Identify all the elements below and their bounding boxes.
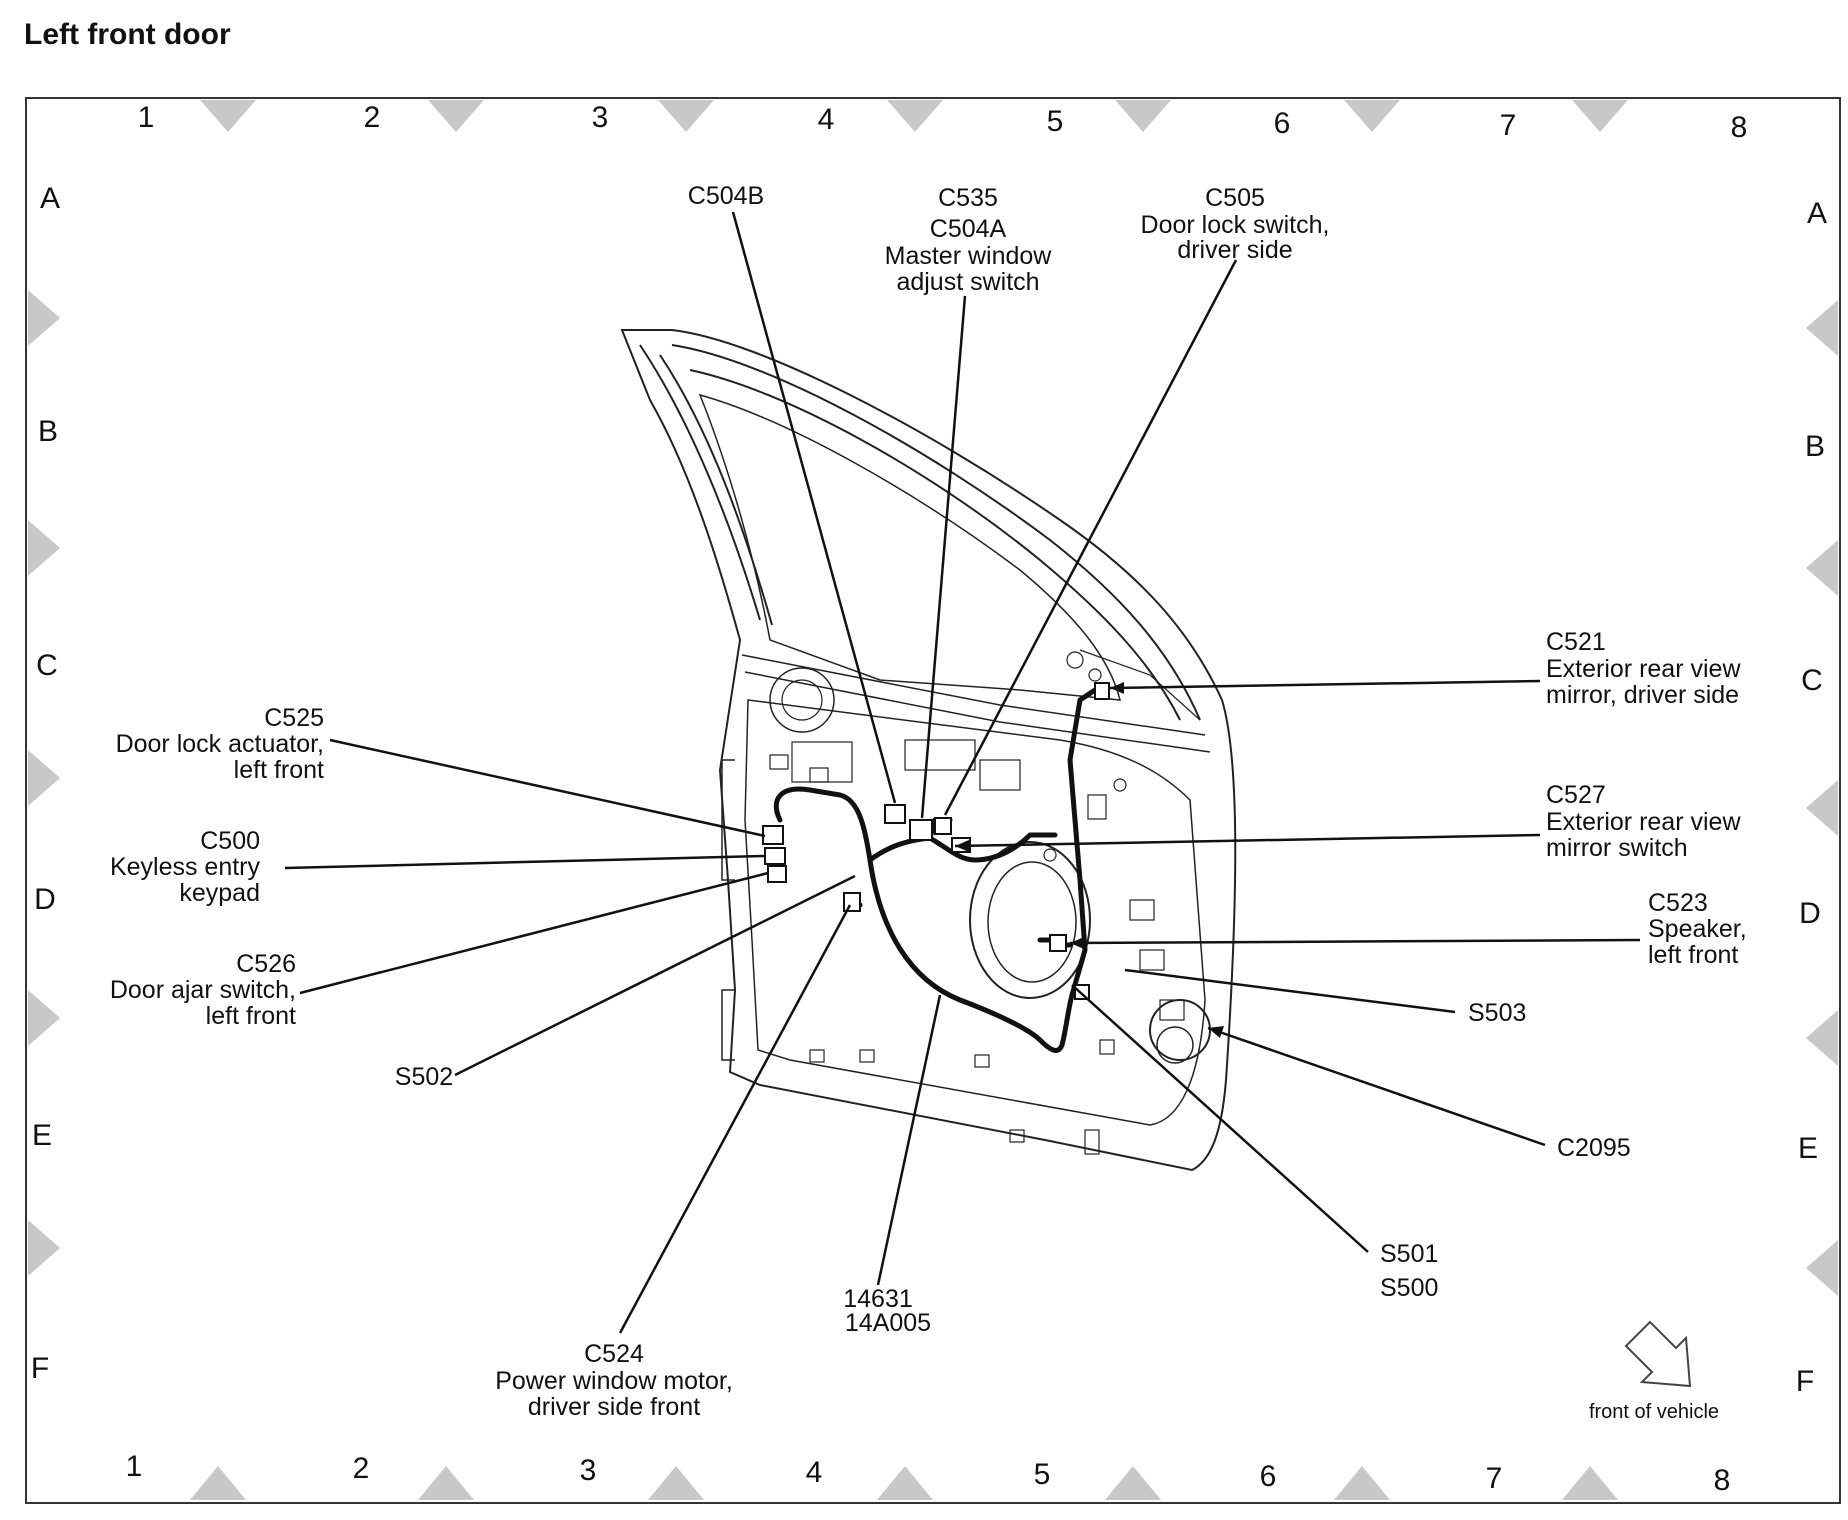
callout-label: Keyless entry bbox=[110, 853, 261, 881]
grid-col-label: 6 bbox=[1260, 1460, 1277, 1493]
callout-label: S500 bbox=[1380, 1274, 1438, 1302]
callout-label: C505 bbox=[1205, 184, 1265, 212]
callout-label: C504B bbox=[688, 182, 764, 210]
connectors bbox=[762, 682, 1110, 1000]
grid-row-label: C bbox=[36, 649, 58, 682]
grid-row-label: E bbox=[1798, 1132, 1818, 1165]
grid-markers bbox=[28, 100, 1838, 1500]
callout-label: C527 bbox=[1546, 781, 1606, 809]
grid-row-label: C bbox=[1801, 664, 1823, 697]
grid-col-label: 4 bbox=[806, 1456, 823, 1489]
leader-arrowheads bbox=[955, 682, 1224, 1038]
callout-label: left front bbox=[1648, 941, 1738, 969]
callout-label: C2095 bbox=[1557, 1134, 1631, 1162]
callout-s501: S501 bbox=[1380, 1240, 1438, 1268]
callout-label: Speaker, bbox=[1648, 915, 1747, 943]
callout-label: keypad bbox=[179, 879, 260, 907]
callout-label: C525 bbox=[264, 704, 324, 732]
callout-label: C504A bbox=[930, 215, 1007, 243]
front-of-vehicle-label: front of vehicle bbox=[1589, 1401, 1719, 1423]
grid-row-labels-left: A B C D E F bbox=[31, 182, 60, 1385]
callout-c505: C505 Door lock switch, driver side bbox=[1141, 184, 1330, 264]
callout-label: C521 bbox=[1546, 628, 1606, 656]
grid-col-label: 3 bbox=[580, 1454, 597, 1487]
callout-label: 14A005 bbox=[845, 1309, 931, 1337]
callout-label: mirror, driver side bbox=[1546, 681, 1739, 709]
door-illustration bbox=[620, 329, 1237, 1172]
grid-row-label: F bbox=[31, 1352, 49, 1385]
grid-column-labels-bottom: 1 2 3 4 5 6 7 8 bbox=[126, 1450, 1731, 1497]
grid-col-label: 1 bbox=[138, 101, 155, 134]
grid-col-label: 1 bbox=[126, 1450, 143, 1483]
grid-row-label: D bbox=[1799, 897, 1821, 930]
callout-label: C523 bbox=[1648, 889, 1708, 917]
callout-s500: S500 bbox=[1380, 1274, 1438, 1302]
callout-label: C524 bbox=[584, 1340, 644, 1368]
grid-col-label: 6 bbox=[1274, 107, 1291, 140]
grid-row-label: E bbox=[32, 1119, 52, 1152]
callout-label: Master window bbox=[885, 242, 1053, 270]
grid-row-label: F bbox=[1796, 1365, 1814, 1398]
grid-col-label: 5 bbox=[1034, 1458, 1051, 1491]
grid-col-label: 7 bbox=[1486, 1462, 1503, 1495]
callout-c523: C523 Speaker, left front bbox=[1648, 889, 1747, 969]
grid-row-label: B bbox=[1805, 430, 1825, 463]
callout-c524: C524 Power window motor, driver side fro… bbox=[495, 1340, 733, 1421]
callout-label: C526 bbox=[236, 950, 296, 978]
callout-c504b: C504B bbox=[688, 182, 764, 210]
page-title: Left front door bbox=[24, 18, 231, 51]
grid-row-labels-right: A B C D E F bbox=[1796, 197, 1827, 1398]
grid-column-labels-top: 1 2 3 4 5 6 7 8 bbox=[138, 101, 1748, 144]
callout-c527: C527 Exterior rear view mirror switch bbox=[1546, 781, 1741, 862]
callout-label: left front bbox=[206, 1002, 296, 1030]
callout-c2095: C2095 bbox=[1557, 1134, 1631, 1162]
callout-label: mirror switch bbox=[1546, 834, 1688, 862]
grid-col-label: 4 bbox=[818, 103, 835, 136]
callout-label: Door lock actuator, bbox=[116, 730, 324, 758]
wiring-harness bbox=[773, 687, 1098, 1053]
grid-col-label: 2 bbox=[364, 101, 381, 134]
callout-label: left front bbox=[234, 756, 324, 784]
callout-s503: S503 bbox=[1468, 999, 1526, 1027]
callout-label: Power window motor, bbox=[495, 1367, 733, 1395]
grid-col-label: 8 bbox=[1731, 111, 1748, 144]
front-of-vehicle-indicator: front of vehicle bbox=[1589, 1320, 1719, 1423]
arrow-icon bbox=[1624, 1320, 1692, 1388]
callout-harness: 14631 14A005 bbox=[843, 1285, 931, 1337]
callout-label: Exterior rear view bbox=[1546, 655, 1741, 683]
grid-row-label: A bbox=[1807, 197, 1827, 230]
callout-c525: C525 Door lock actuator, left front bbox=[116, 704, 324, 784]
callout-label: 14631 bbox=[843, 1285, 913, 1313]
callout-label: adjust switch bbox=[896, 268, 1039, 296]
callout-c500: C500 Keyless entry keypad bbox=[110, 827, 261, 907]
callout-label: Exterior rear view bbox=[1546, 808, 1741, 836]
grid-row-label: B bbox=[38, 415, 58, 448]
callout-c526: C526 Door ajar switch, left front bbox=[110, 950, 296, 1030]
callout-c521: C521 Exterior rear view mirror, driver s… bbox=[1546, 628, 1741, 709]
grid-row-label: A bbox=[40, 182, 60, 215]
callout-label: S501 bbox=[1380, 1240, 1438, 1268]
callout-label: C500 bbox=[200, 827, 260, 855]
grid-col-label: 7 bbox=[1500, 109, 1517, 142]
callout-label: driver side bbox=[1177, 236, 1292, 264]
grid-col-label: 5 bbox=[1047, 105, 1064, 138]
callout-label: driver side front bbox=[528, 1393, 700, 1421]
grid-row-label: D bbox=[34, 883, 56, 916]
callout-label: Door ajar switch, bbox=[110, 976, 296, 1004]
callout-s502: S502 bbox=[395, 1063, 453, 1091]
diagram-frame bbox=[25, 97, 1841, 1504]
callout-label: S503 bbox=[1468, 999, 1526, 1027]
callout-label: S502 bbox=[395, 1063, 453, 1091]
grid-col-label: 8 bbox=[1714, 1464, 1731, 1497]
callout-label: C535 bbox=[938, 184, 998, 212]
callout-label: Door lock switch, bbox=[1141, 211, 1330, 239]
grid-col-label: 3 bbox=[592, 101, 609, 134]
grid-col-label: 2 bbox=[353, 1452, 370, 1485]
callout-c535: C535 C504A Master window adjust switch bbox=[885, 184, 1053, 296]
leader-lines bbox=[284, 211, 1641, 1334]
